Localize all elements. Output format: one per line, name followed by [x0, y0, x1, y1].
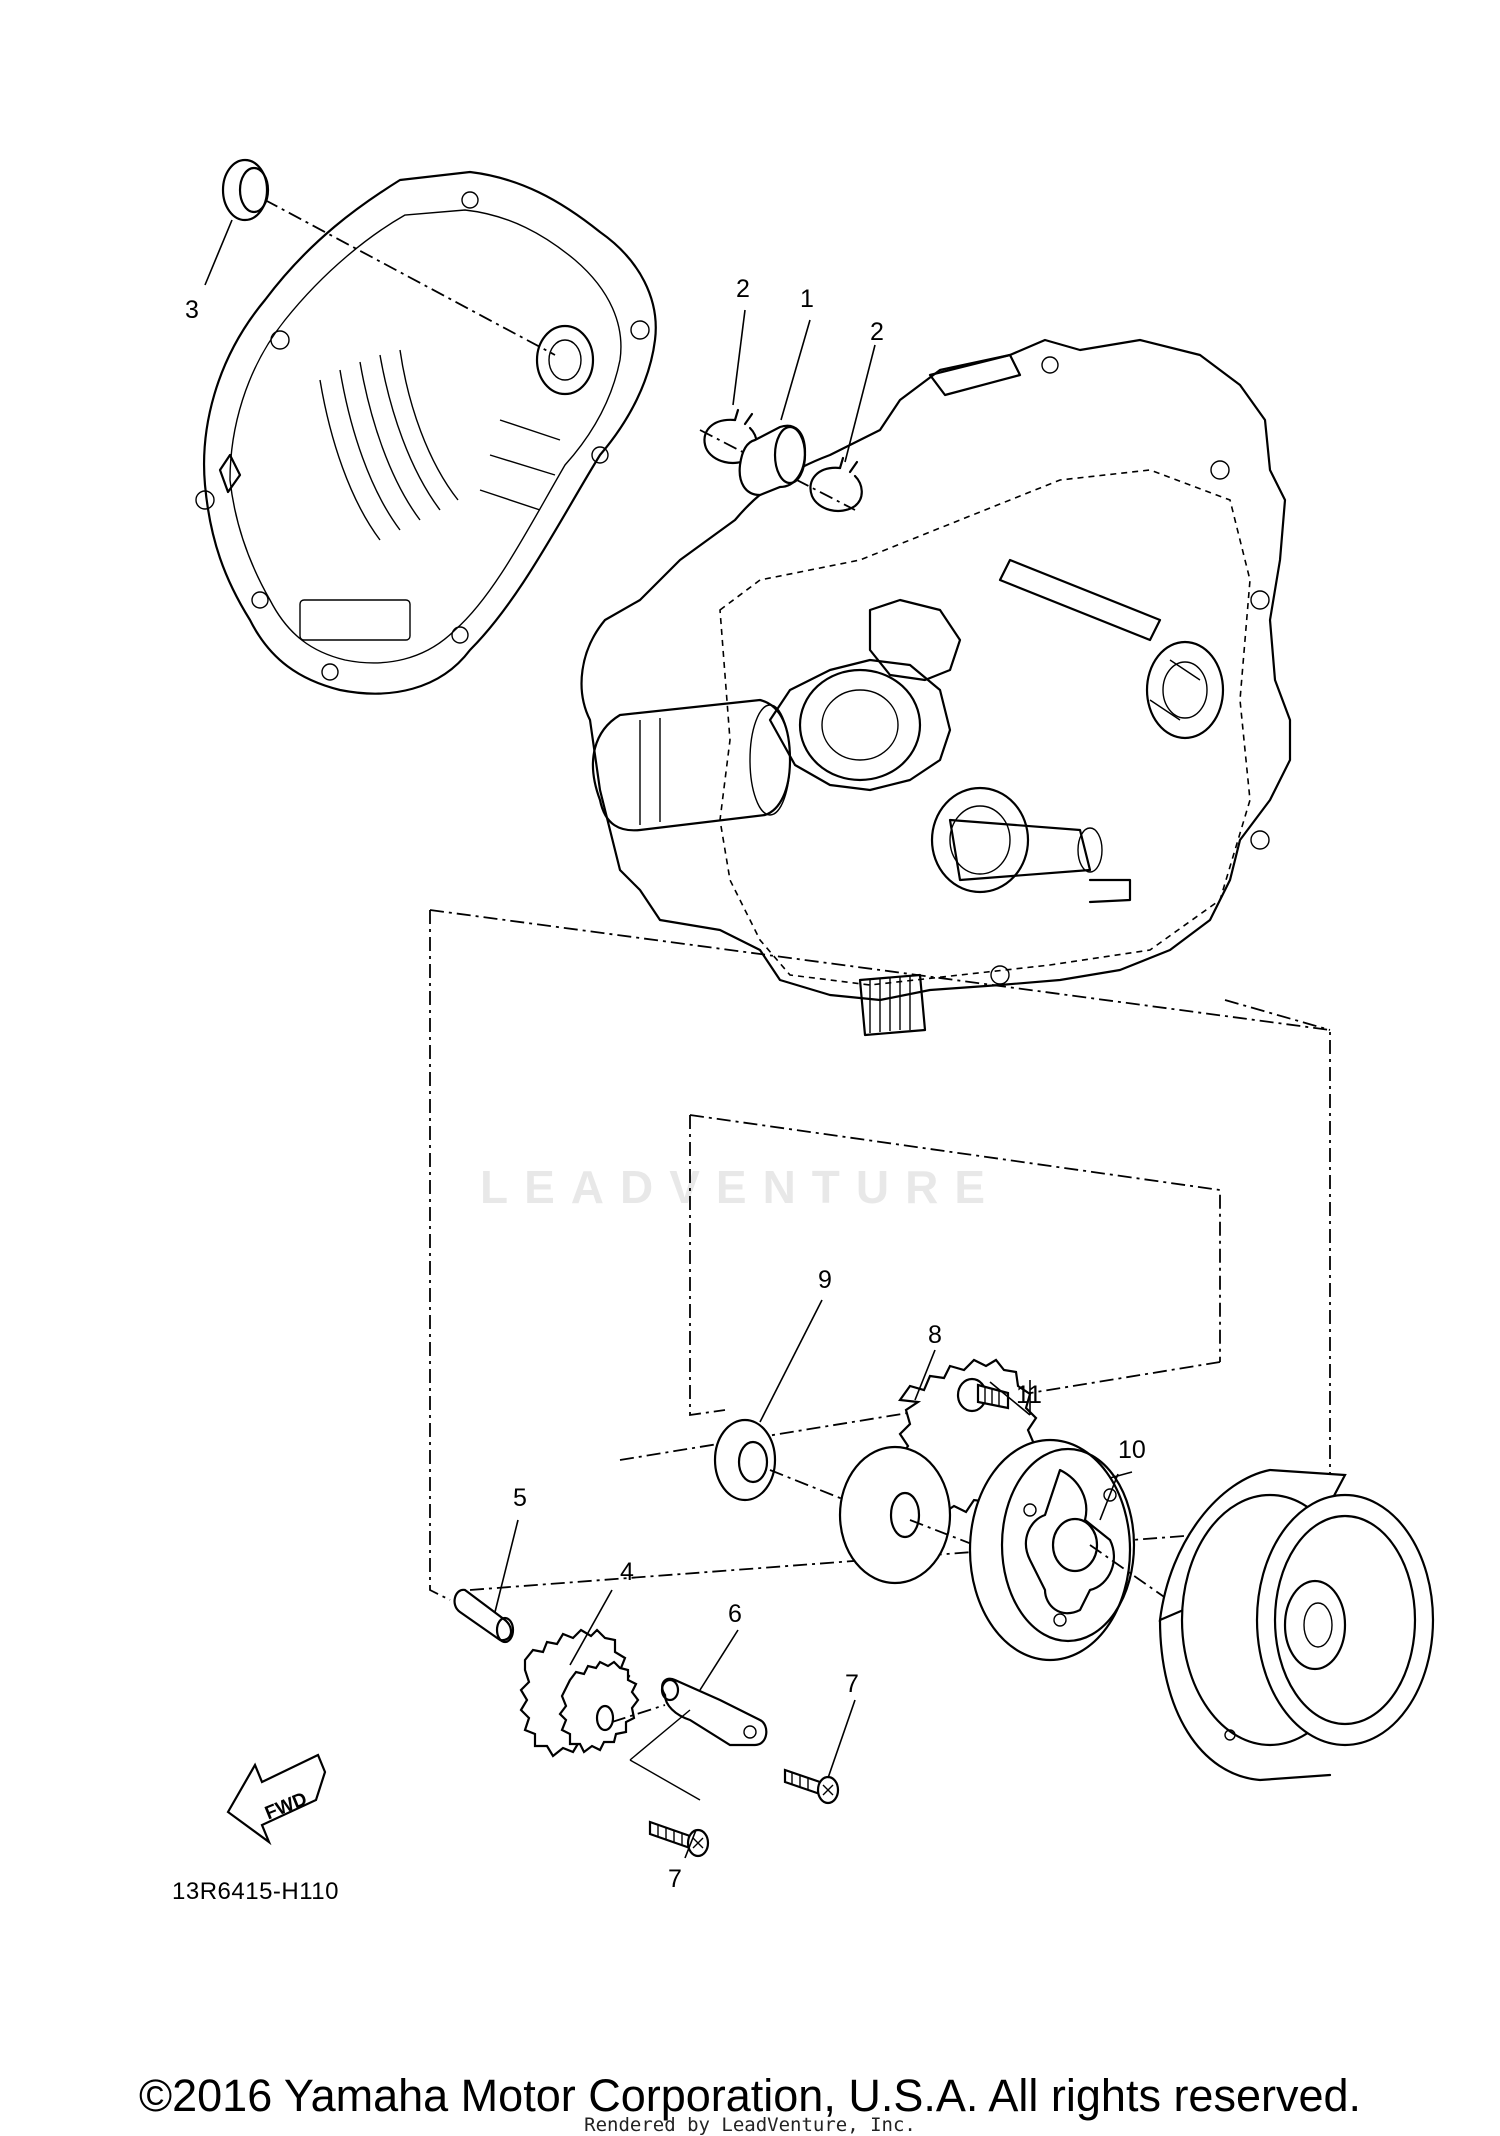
callout-2-lower: 2 — [870, 318, 884, 346]
generator-rotor — [1158, 1468, 1435, 1782]
callout-4: 4 — [620, 1558, 634, 1586]
watermark: LEADVENTURE — [480, 1161, 1002, 1213]
part-10-starter-clutch — [968, 1438, 1136, 1662]
copyright-notice: ©2016 Yamaha Motor Corporation, U.S.A. A… — [138, 2070, 1362, 2121]
fwd-arrow-icon: FWD — [226, 1753, 327, 1846]
part-5-dowel-pin — [453, 1588, 515, 1644]
callout-labels: 1 2 2 3 4 5 6 7 7 8 9 10 11 — [185, 275, 1146, 1893]
part-7-screw-right — [783, 1768, 840, 1805]
callout-1: 1 — [800, 285, 814, 313]
callout-7-left: 7 — [668, 1865, 682, 1893]
callout-3: 3 — [185, 296, 199, 324]
part-11-bolt — [956, 1377, 1010, 1413]
callout-5: 5 — [513, 1484, 527, 1512]
callout-11: 11 — [1016, 1381, 1042, 1409]
callout-2-upper: 2 — [736, 275, 750, 303]
part-7-screw-left — [648, 1820, 710, 1858]
callout-10: 10 — [1118, 1436, 1146, 1464]
callout-7-right: 7 — [845, 1670, 859, 1698]
part-9-washer — [713, 1418, 777, 1502]
callout-6: 6 — [728, 1600, 742, 1628]
part-3-oil-seal — [221, 158, 270, 222]
part-2-circlip-lower — [809, 456, 863, 513]
crankcase-cover — [195, 170, 657, 695]
engine-crankcase — [580, 338, 1292, 1037]
drawing-code: 13R6415-H110 — [172, 1878, 340, 1905]
part-1-collar — [738, 424, 807, 497]
leader-lines — [204, 219, 1133, 1859]
rendered-by-notice: Rendered by LeadVenture, Inc. — [584, 2114, 916, 2136]
part-4-idler-gear — [519, 1628, 640, 1758]
part-6-plate — [629, 1677, 768, 1801]
callout-8: 8 — [928, 1321, 942, 1349]
callout-9: 9 — [818, 1266, 832, 1294]
